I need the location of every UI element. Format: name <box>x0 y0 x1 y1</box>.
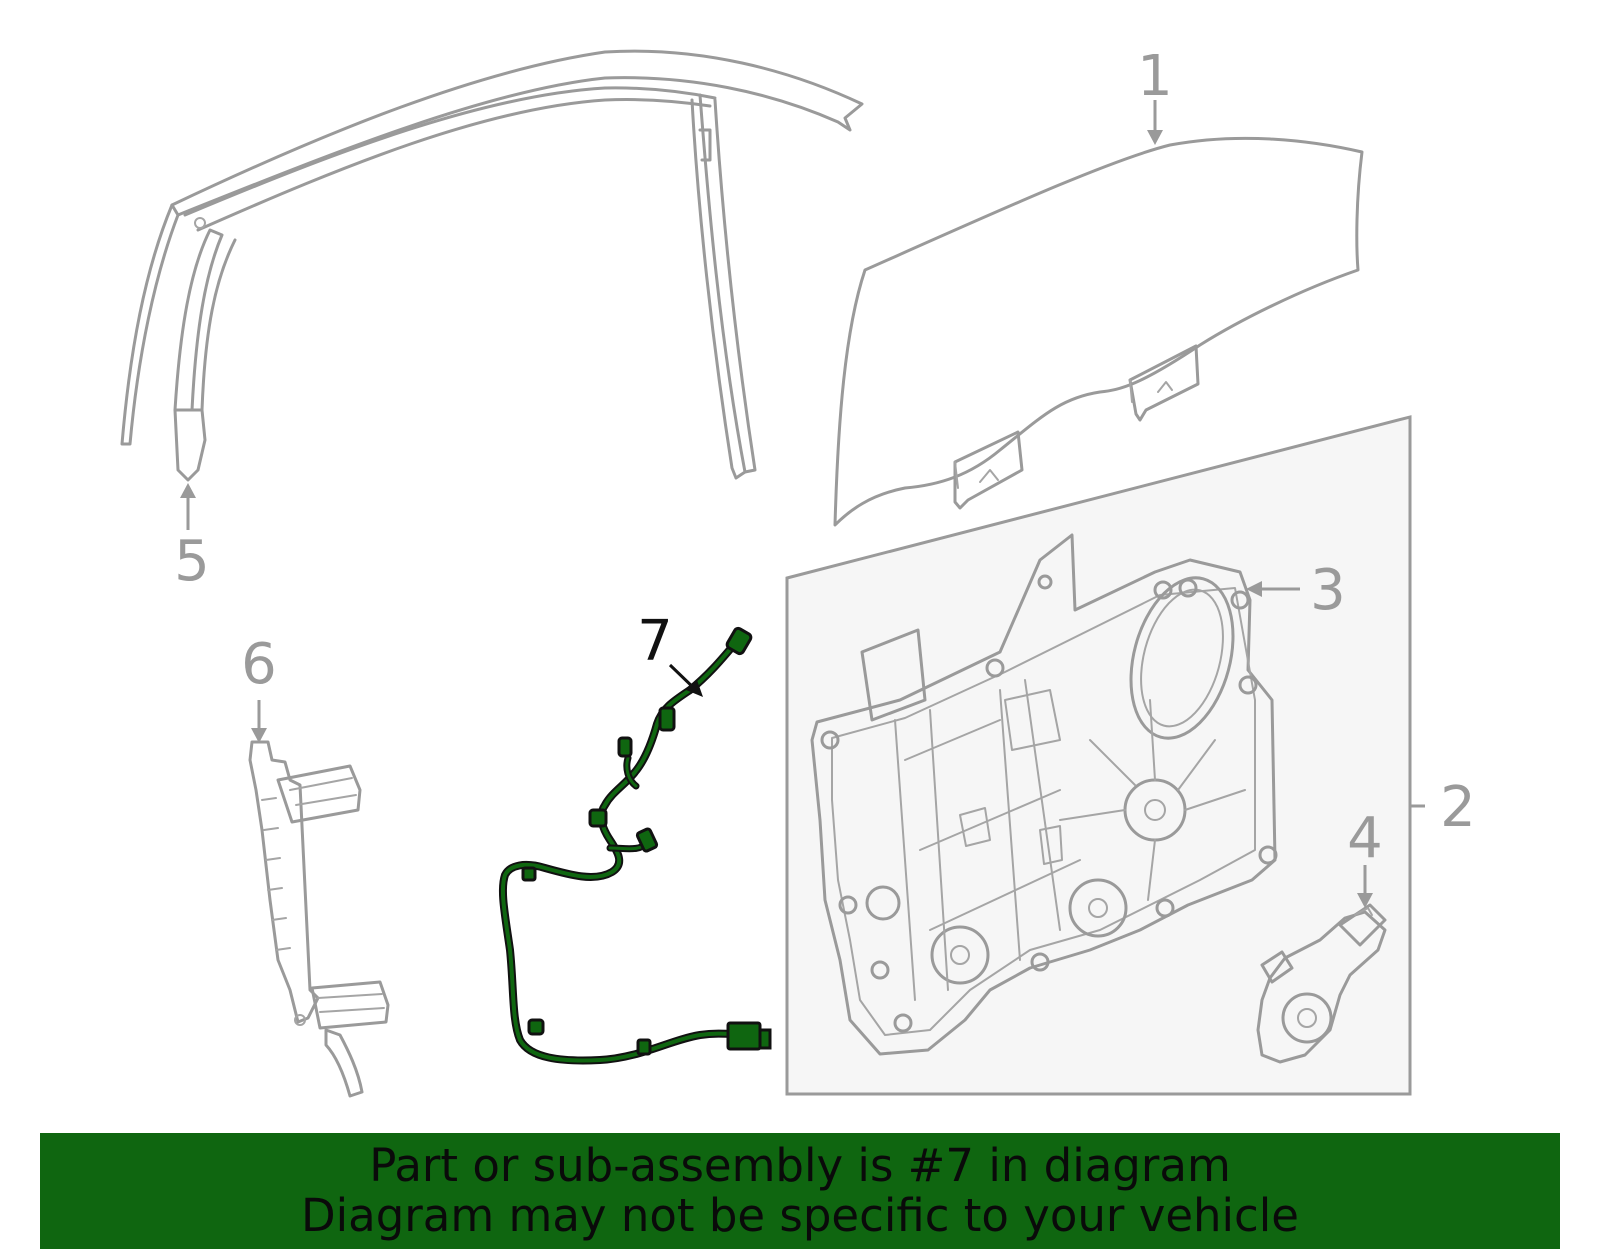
callout-3: 3 <box>1310 558 1346 623</box>
part-6-guide-rail <box>248 740 390 1098</box>
notice-banner: Part or sub-assembly is #7 in diagram Di… <box>40 1133 1560 1249</box>
callout-6: 6 <box>241 632 277 697</box>
callout-5: 5 <box>174 529 210 594</box>
banner-line-2: Diagram may not be specific to your vehi… <box>301 1189 1299 1242</box>
part-1-door-glass <box>833 136 1364 527</box>
banner-line-1: Part or sub-assembly is #7 in diagram <box>369 1139 1231 1192</box>
harness-main-fill <box>500 638 757 1063</box>
part-3-window-regulator <box>810 533 1278 1056</box>
callout-2: 2 <box>1440 775 1476 840</box>
callout-7: 7 <box>637 609 673 674</box>
part-5-door-frame <box>120 49 864 482</box>
part-2-regulator-panel <box>785 415 1412 1096</box>
part-4-window-motor <box>1256 903 1387 1064</box>
part-7-wiring-harness <box>498 626 772 1065</box>
callout-1: 1 <box>1137 44 1173 109</box>
callout-4: 4 <box>1347 806 1383 871</box>
